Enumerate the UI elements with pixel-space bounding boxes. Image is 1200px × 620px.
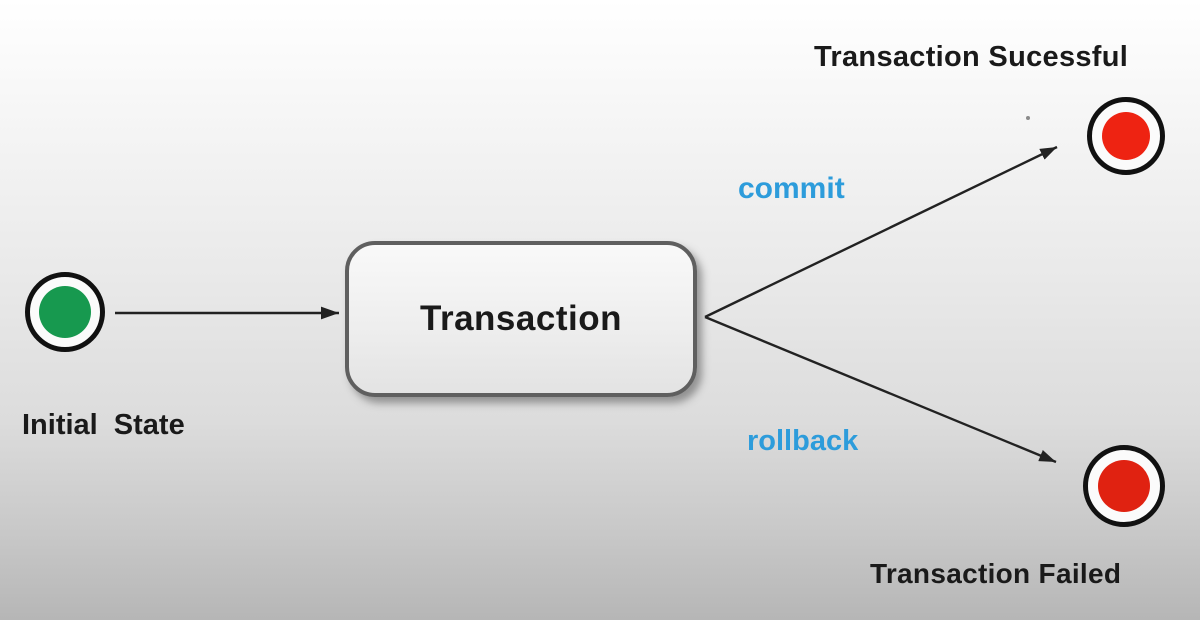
commit-edge-label: commit [738,172,845,205]
failed-state-icon [1083,445,1165,527]
success-state-icon [1087,97,1165,175]
transaction-successful-label: Transaction Sucessful [814,41,1129,73]
success-state-dot [1102,112,1150,160]
transaction-node-label: Transaction [420,299,622,338]
failed-state-dot [1098,460,1150,512]
transaction-node: Transaction [345,241,697,397]
initial-state-label: Initial State [22,409,185,441]
initial-state-dot [39,286,91,338]
transaction-failed-label: Transaction Failed [870,558,1122,589]
initial-state-icon [25,272,105,352]
rollback-edge-label: rollback [747,425,859,457]
artifact-dot [1026,116,1030,120]
